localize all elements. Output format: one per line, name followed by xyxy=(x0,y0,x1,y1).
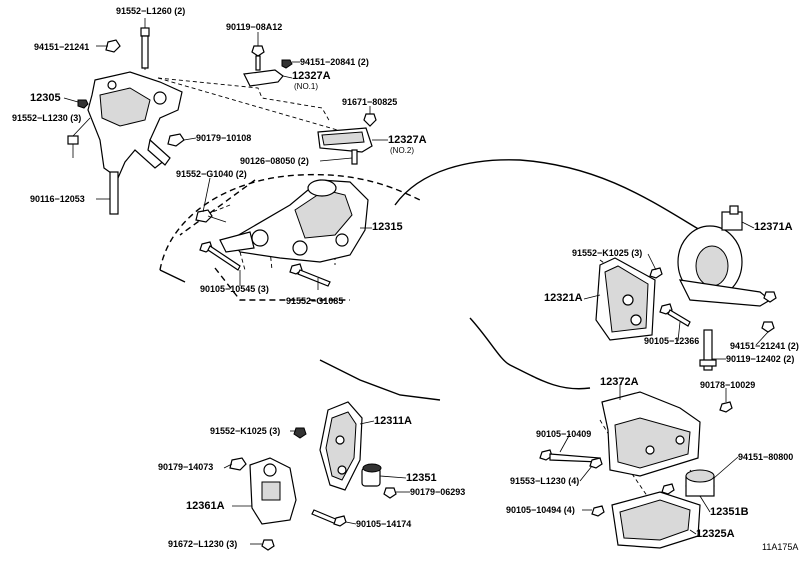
label-91671-80825: 91671−80825 xyxy=(342,97,398,107)
label-12311A: 12311A xyxy=(374,415,412,427)
leader-lines xyxy=(63,18,769,545)
label-91552-G1085: 91552−G1085 xyxy=(286,296,344,306)
bracket-12321A xyxy=(595,257,656,341)
label-12327A-no1-sub: (NO.1) xyxy=(294,82,318,91)
diagram-code: 11A175A xyxy=(762,542,799,552)
label-12305: 12305 xyxy=(30,92,61,104)
bolts-center xyxy=(195,209,331,287)
label-91672-L1230: 91672−L1230 (3) xyxy=(168,539,238,549)
label-91553-L1230: 91553−L1230 (4) xyxy=(510,476,580,486)
engine-outline xyxy=(159,159,701,401)
label-12325A: 12325A xyxy=(696,528,735,540)
label-12351B: 12351B xyxy=(710,506,749,518)
label-12321A: 12321A xyxy=(544,292,583,304)
label-12351: 12351 xyxy=(406,472,437,484)
label-91552-L1230-a: 91552−L1230 (3) xyxy=(12,113,82,123)
label-12327A-no1: 12327A xyxy=(292,70,331,82)
mount-12371A xyxy=(677,205,777,307)
label-90105-10545: 90105−10545 (3) xyxy=(200,284,269,294)
label-90179-06293: 90179−06293 xyxy=(410,487,466,497)
mount-12361A xyxy=(229,457,297,551)
bracket-12327A-no1 xyxy=(243,45,293,87)
label-12372A: 12372A xyxy=(600,376,639,388)
label-90119-12402: 90119−12402 (2) xyxy=(726,354,795,364)
label-90178-10029: 90178−10029 xyxy=(700,380,756,390)
bracket-12325A xyxy=(591,491,701,549)
label-90116-12053: 90116−12053 xyxy=(30,194,85,204)
mount-12305 xyxy=(87,71,183,179)
label-91552-G1040: 91552−G1040 (2) xyxy=(176,169,247,179)
bracket-12372A xyxy=(539,391,733,477)
bracket-12315 xyxy=(219,179,369,263)
cushion-12351 xyxy=(361,463,397,499)
label-90126-08050: 90126−08050 (2) xyxy=(240,156,309,166)
label-12371A: 12371A xyxy=(754,221,793,233)
label-94151-21241-b: 94151−21241 (2) xyxy=(730,341,799,351)
label-12361A: 12361A xyxy=(186,500,225,512)
label-91552-K1025-b: 91552−K1025 (3) xyxy=(210,426,281,436)
label-91552-L1260: 91552−L1260 (2) xyxy=(116,6,186,16)
label-90105-14174: 90105−14174 xyxy=(356,519,412,529)
label-12327A-no2: 12327A xyxy=(388,134,427,146)
label-12327A-no2-sub: (NO.2) xyxy=(390,146,414,155)
bracket-12327A-no2 xyxy=(317,113,377,165)
label-90105-10409: 90105−10409 xyxy=(536,429,592,439)
label-90179-10108: 90179−10108 xyxy=(196,133,252,143)
label-90119-08A12: 90119−08A12 xyxy=(226,22,283,32)
label-91552-K1025-a: 91552−K1025 (3) xyxy=(572,248,643,258)
label-90105-10494: 90105−10494 (4) xyxy=(506,505,575,515)
cushion-12351B xyxy=(661,469,715,497)
bracket-12311A xyxy=(293,401,363,491)
label-90105-12366: 90105−12366 xyxy=(644,336,700,346)
label-90179-14073: 90179−14073 xyxy=(158,462,214,472)
bolt-90105-14174 xyxy=(311,509,347,527)
label-94151-80800: 94151−80800 xyxy=(738,452,794,462)
label-94151-20841: 94151−20841 (2) xyxy=(300,57,369,67)
bolts-right xyxy=(649,267,775,371)
label-94151-21241: 94151−21241 xyxy=(34,42,90,52)
label-12315: 12315 xyxy=(372,221,403,233)
